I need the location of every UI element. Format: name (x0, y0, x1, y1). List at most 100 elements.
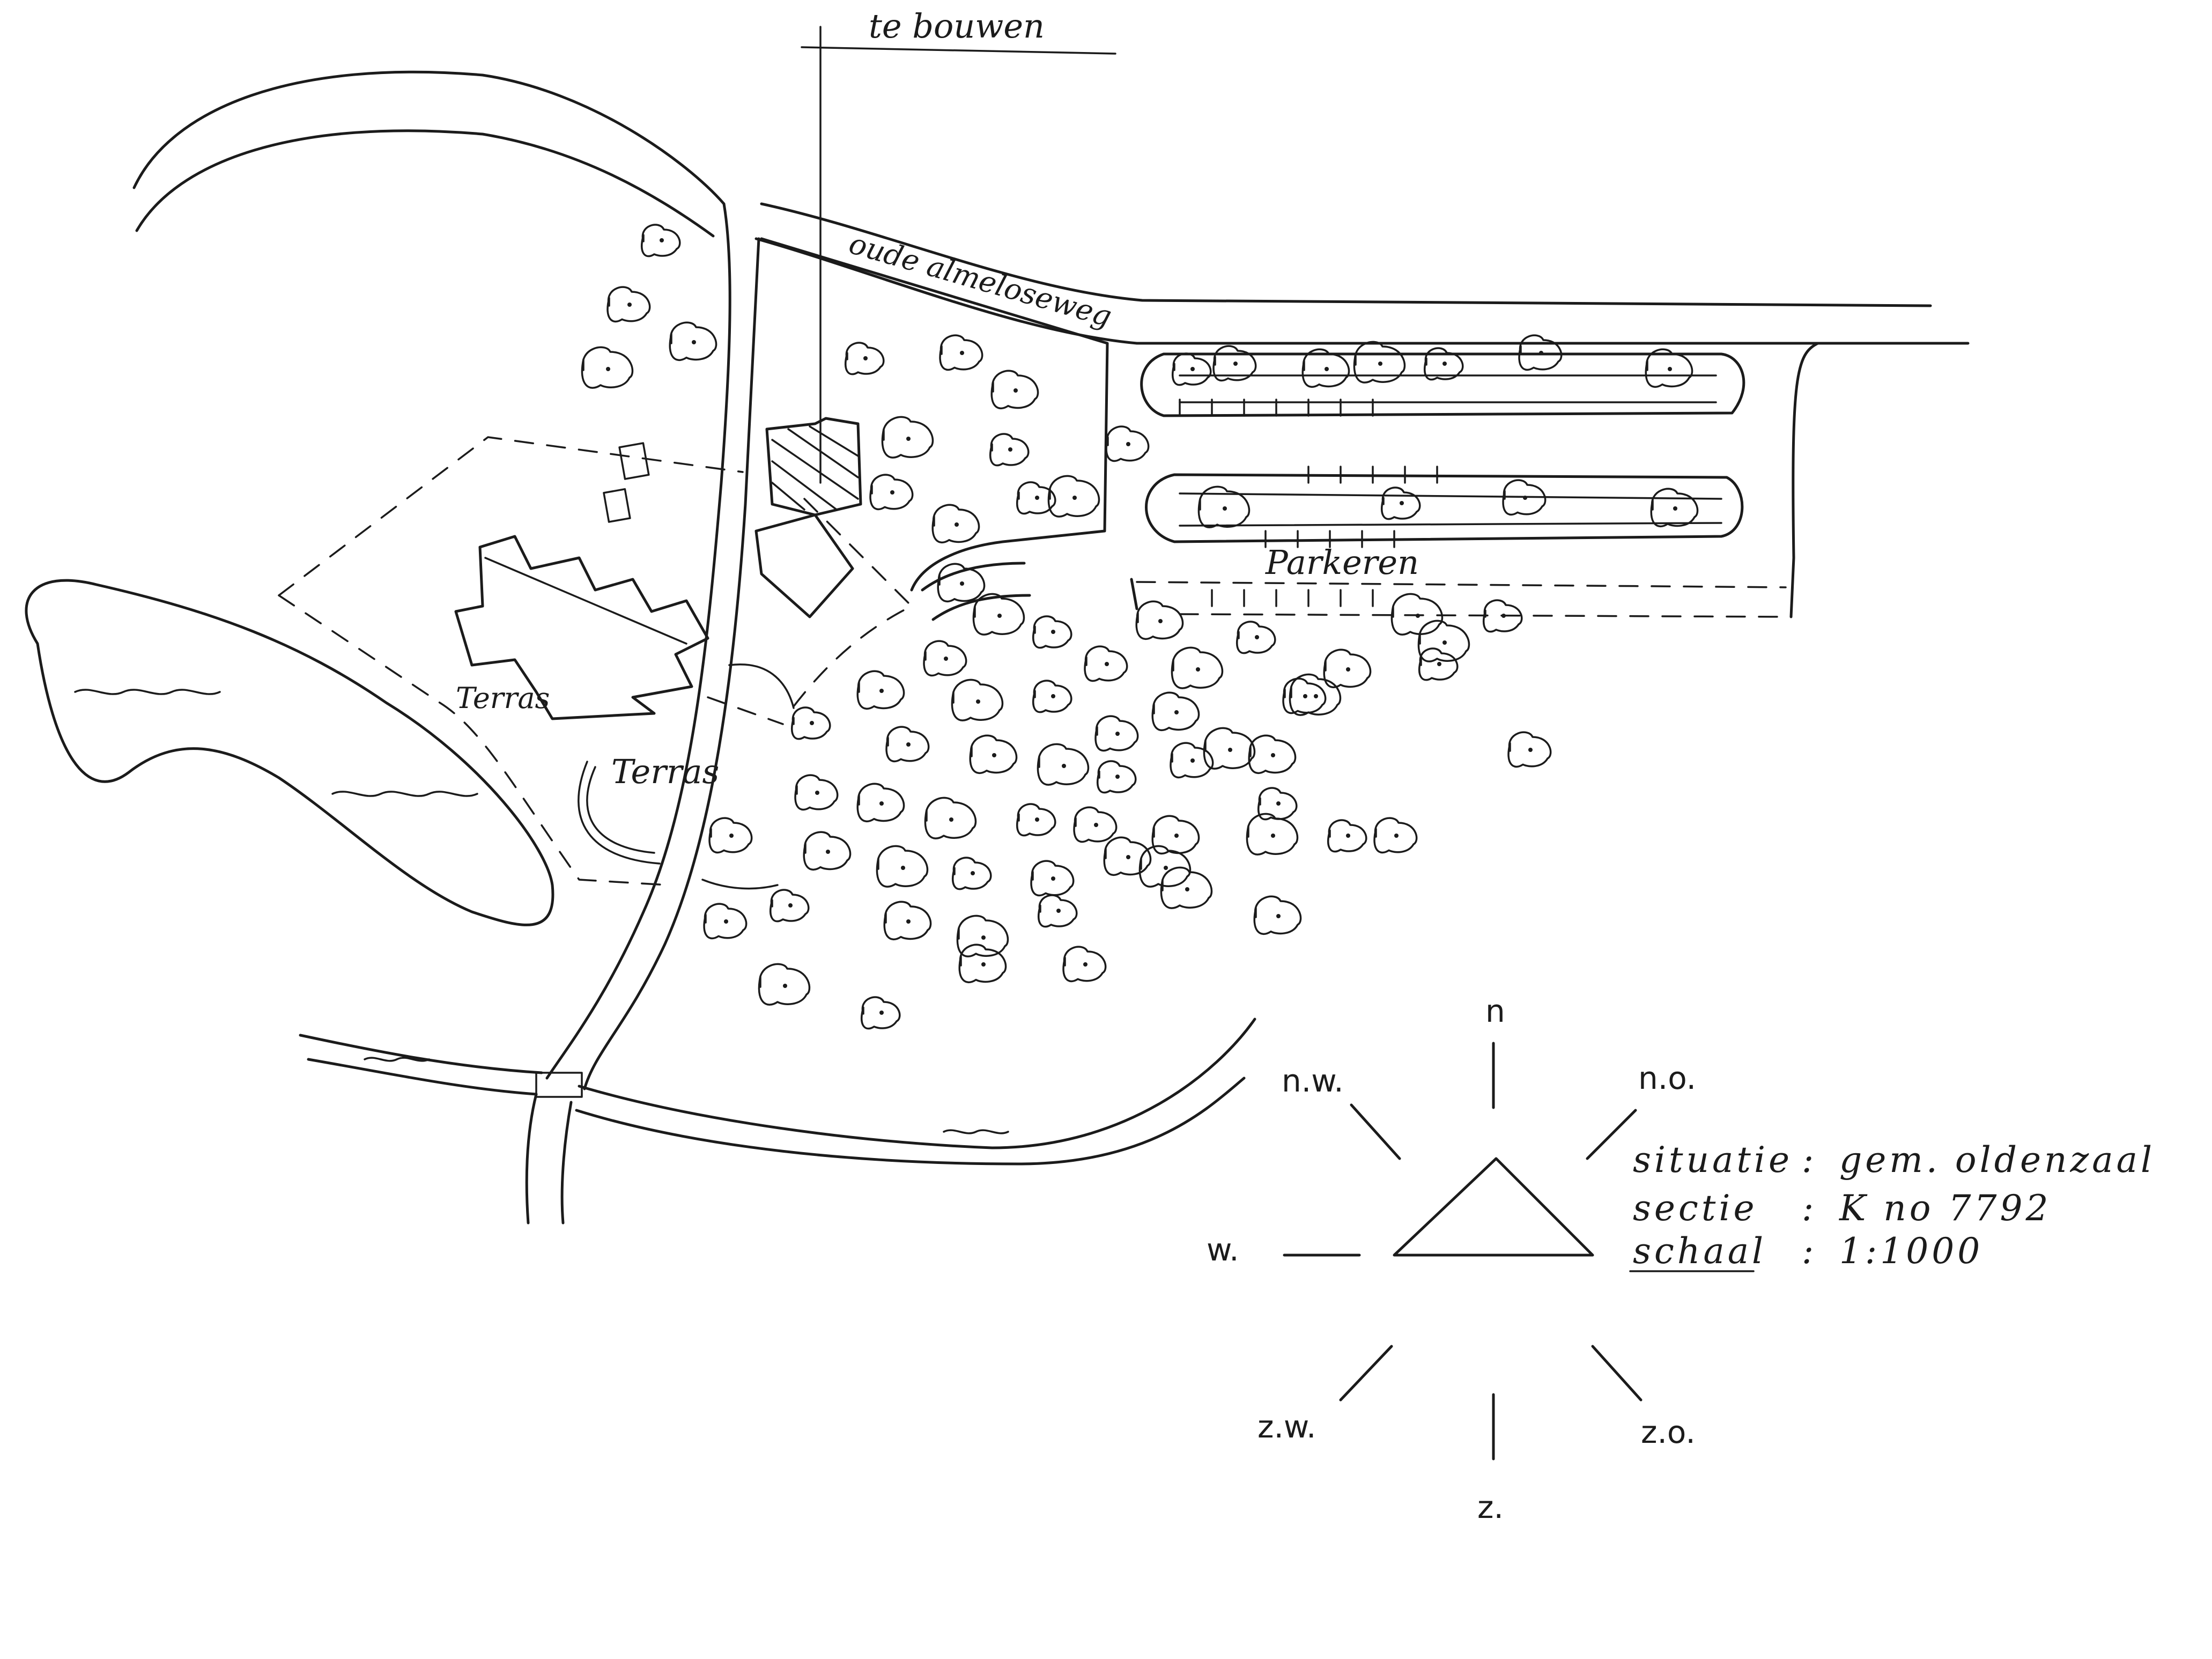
tree-symbol (952, 857, 992, 890)
tree-trunk-dot (1271, 753, 1275, 757)
tree-symbol (641, 224, 681, 257)
tree-symbol (856, 783, 905, 822)
parkeren-label: Parkeren (1265, 543, 1419, 582)
tree-symbol (951, 679, 1004, 721)
tree-symbol (1103, 836, 1152, 876)
parking-area: Parkeren (1130, 342, 1819, 618)
tree-trunk-dot (1126, 442, 1130, 446)
tree-trunk-dot (1083, 962, 1087, 967)
tree-symbol (1037, 743, 1090, 786)
existing-building (454, 442, 709, 720)
legend-key-schaal: schaal (1633, 1230, 1766, 1272)
tree-trunk-dot (1303, 694, 1307, 698)
tree-symbol (1353, 341, 1406, 384)
legend-sep-schaal: : (1802, 1230, 1817, 1272)
terras-label-1: Terras (456, 681, 550, 715)
tree-symbol (956, 915, 1009, 957)
tree-trunk-dot (826, 850, 830, 854)
tree-symbol (1248, 734, 1297, 774)
tree-symbol (1172, 352, 1212, 386)
te-bouwen-callout: te bouwen (801, 6, 1116, 484)
tree-symbol (1016, 481, 1056, 515)
tree-trunk-dot (1314, 694, 1318, 698)
tree-symbol (1323, 648, 1372, 688)
compass-n: n (1485, 993, 1505, 1029)
tree-symbol (1327, 819, 1367, 853)
tree-trunk-dot (1072, 496, 1077, 500)
legend-key-situatie: situatie (1633, 1139, 1793, 1181)
tree-trunk-dot (955, 522, 959, 527)
tree-symbol (958, 943, 1007, 983)
tree-symbol (1650, 488, 1699, 527)
tree-symbol (708, 817, 753, 854)
tree-trunk-dot (1185, 887, 1189, 891)
tree-symbol (989, 433, 1030, 467)
tree-symbol (770, 889, 810, 923)
tree-trunk-dot (1174, 710, 1179, 714)
tree-trunk-dot (1673, 506, 1677, 511)
tree-symbol (1373, 817, 1418, 854)
tree-symbol (1197, 485, 1251, 528)
tree-trunk-dot (1174, 834, 1179, 838)
tree-trunk-dot (660, 238, 664, 242)
tree-trunk-dot (627, 303, 632, 307)
tree-trunk-dot (981, 935, 986, 940)
tree-trunk-dot (1442, 362, 1447, 366)
tree-symbol (1047, 475, 1100, 518)
terras-areas: Terras Terras (456, 663, 795, 890)
tree-symbol (1138, 845, 1192, 888)
tree-trunk-dot (1051, 694, 1055, 698)
tree-trunk-dot (692, 340, 696, 344)
tree-symbol (939, 334, 983, 371)
compass-rose: n n.o. n.w. w. z.w. z.o. z. (1207, 993, 1696, 1525)
tree-symbol (990, 370, 1039, 409)
te-bouwen-label: te bouwen (869, 6, 1045, 46)
tree-symbol (1160, 866, 1213, 909)
tree-trunk-dot (1035, 817, 1039, 822)
tree-trunk-dot (1062, 764, 1066, 768)
tree-trunk-dot (1196, 667, 1200, 672)
tree-symbol (1097, 760, 1137, 794)
tree-symbol (1507, 731, 1552, 768)
tree-trunk-dot (901, 866, 905, 870)
pond (25, 579, 554, 926)
tree-symbol (924, 797, 977, 839)
compass-zw: z.w. (1257, 1409, 1316, 1445)
legend-sep-situatie: : (1802, 1139, 1817, 1181)
tree-symbol (1105, 425, 1150, 462)
tree-trunk-dot (1437, 662, 1441, 666)
tree-symbol (1253, 895, 1302, 935)
tree-trunk-dot (1276, 801, 1281, 806)
tree-trunk-dot (879, 1011, 884, 1015)
tree-trunk-dot (1008, 447, 1012, 452)
tree-trunk-dot (788, 903, 793, 908)
tree-symbol (1135, 600, 1184, 640)
tree-trunk-dot (1276, 914, 1281, 918)
trees (581, 224, 1699, 1030)
tree-symbol (969, 734, 1018, 774)
tree-symbol (881, 416, 934, 459)
tree-symbol (1236, 621, 1276, 654)
tree-symbol (1032, 680, 1072, 713)
tree-trunk-dot (1346, 667, 1350, 672)
tree-trunk-dot (890, 490, 894, 495)
tree-symbol (923, 640, 967, 677)
dashed-plot-outline (278, 436, 913, 886)
tree-trunk-dot (906, 919, 911, 924)
tree-trunk-dot (1105, 662, 1109, 666)
central-road (525, 202, 760, 1225)
tree-trunk-dot (729, 834, 734, 838)
tree-trunk-dot (906, 437, 911, 441)
tree-symbol (937, 563, 986, 602)
tree-trunk-dot (997, 614, 1002, 618)
tree-symbol (1016, 803, 1056, 837)
tree-symbol (869, 474, 914, 511)
tree-trunk-dot (815, 791, 819, 795)
legend: situatie : gem. oldenzaal sectie : K no … (1629, 1139, 2152, 1272)
tree-trunk-dot (1233, 362, 1238, 366)
new-building (754, 417, 862, 618)
tree-symbol (1062, 946, 1107, 983)
tree-symbol (1381, 486, 1421, 520)
tree-trunk-dot (1190, 367, 1195, 371)
tree-symbol (972, 593, 1025, 636)
